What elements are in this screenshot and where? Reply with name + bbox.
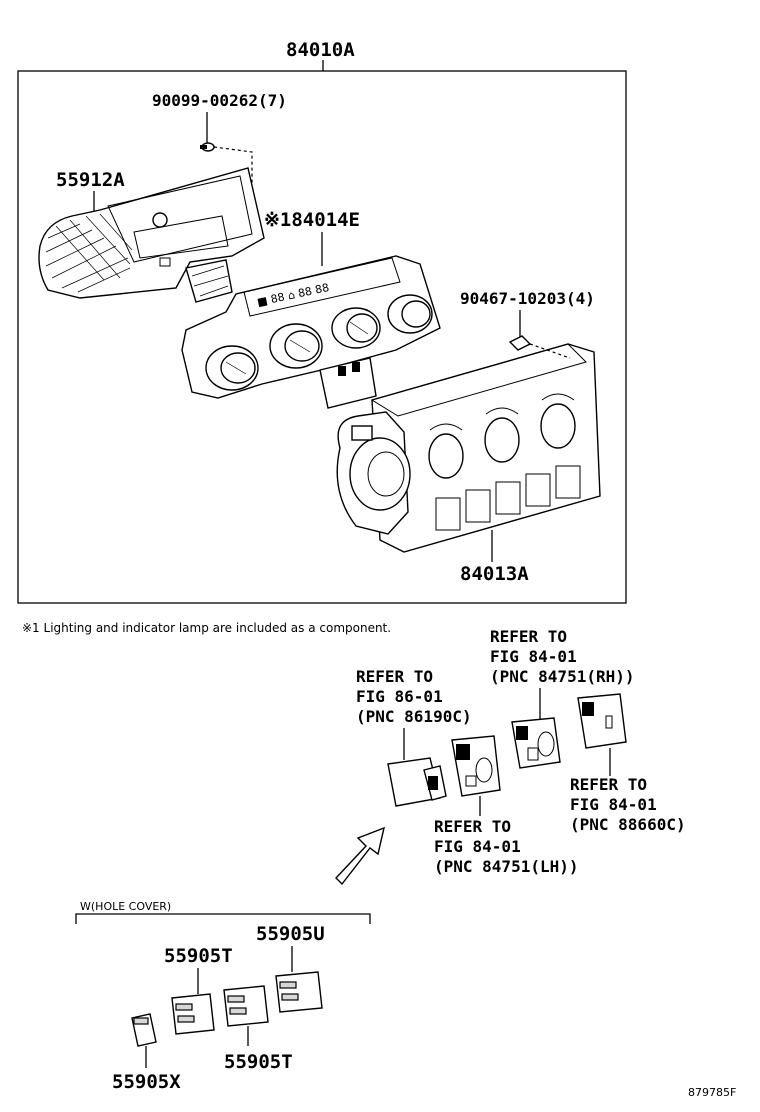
- ref-rh-label: REFER TO FIG 84-01 (PNC 84751(RH)): [490, 627, 635, 686]
- ref-8866-label: REFER TO FIG 84-01 (PNC 88660C): [570, 775, 686, 834]
- svg-text:FIG 86-01: FIG 86-01: [356, 687, 443, 706]
- ref-8619-label: REFER TO FIG 86-01 (PNC 86190C): [356, 667, 472, 726]
- cover-bracket-icon: [38, 167, 265, 303]
- screw-top-dash: [213, 146, 253, 188]
- hole-cover-group-label: W(HOLE COVER): [80, 900, 171, 913]
- switch-86190c-icon: [387, 757, 447, 807]
- svg-text:REFER TO: REFER TO: [356, 667, 433, 686]
- part-label-cover: 55912A: [56, 169, 125, 191]
- control-unit-icon: [336, 343, 601, 553]
- svg-text:REFER TO: REFER TO: [434, 817, 511, 836]
- svg-text:FIG 84-01: FIG 84-01: [434, 837, 521, 856]
- svg-text:REFER TO: REFER TO: [570, 775, 647, 794]
- assembly-frame: [17, 70, 627, 604]
- part-label-55905t-bottom: 55905T: [224, 1051, 293, 1073]
- part-label-55905x: 55905X: [112, 1071, 181, 1093]
- arrow-icon: [335, 826, 385, 886]
- screw-right-dash: [529, 343, 571, 359]
- part-label-screw-right: 90467-10203(4): [460, 289, 595, 308]
- part-label-55905u: 55905U: [256, 923, 325, 945]
- hole-cover-bracket: [75, 913, 371, 924]
- svg-text:(PNC 88660C): (PNC 88660C): [570, 815, 686, 834]
- footnote: ※1 Lighting and indicator lamp are inclu…: [22, 621, 391, 635]
- svg-text:(PNC 86190C): (PNC 86190C): [356, 707, 472, 726]
- hole-cover-55905t-bottom-icon: [223, 985, 269, 1027]
- assembly-label: 84010A: [286, 39, 355, 61]
- svg-text:FIG 84-01: FIG 84-01: [570, 795, 657, 814]
- hole-cover-55905t-top-icon: [171, 993, 215, 1035]
- svg-text:FIG 84-01: FIG 84-01: [490, 647, 577, 666]
- part-label-screw-top: 90099-00262(7): [152, 91, 287, 110]
- control-panel-icon: ■ 88 ⌂ 88 88: [181, 255, 441, 409]
- switch-84751-rh-icon: [511, 717, 561, 769]
- switch-84751-lh-icon: [451, 735, 501, 797]
- part-label-panel: ※184014E: [264, 209, 360, 231]
- figure-id: 879785F: [688, 1086, 736, 1099]
- screw-right-icon: [508, 335, 532, 351]
- part-label-55905t-top: 55905T: [164, 945, 233, 967]
- hole-cover-55905u-icon: [275, 971, 323, 1013]
- screw-top-icon: [200, 142, 215, 152]
- ref-lh-label: REFER TO FIG 84-01 (PNC 84751(LH)): [434, 817, 579, 876]
- svg-text:(PNC 84751(LH)): (PNC 84751(LH)): [434, 857, 579, 876]
- part-label-control-unit: 84013A: [460, 563, 529, 585]
- hole-cover-55905x-icon: [131, 1013, 157, 1047]
- svg-text:REFER TO: REFER TO: [490, 627, 567, 646]
- switch-88660c-icon: [577, 693, 627, 749]
- svg-text:(PNC 84751(RH)): (PNC 84751(RH)): [490, 667, 635, 686]
